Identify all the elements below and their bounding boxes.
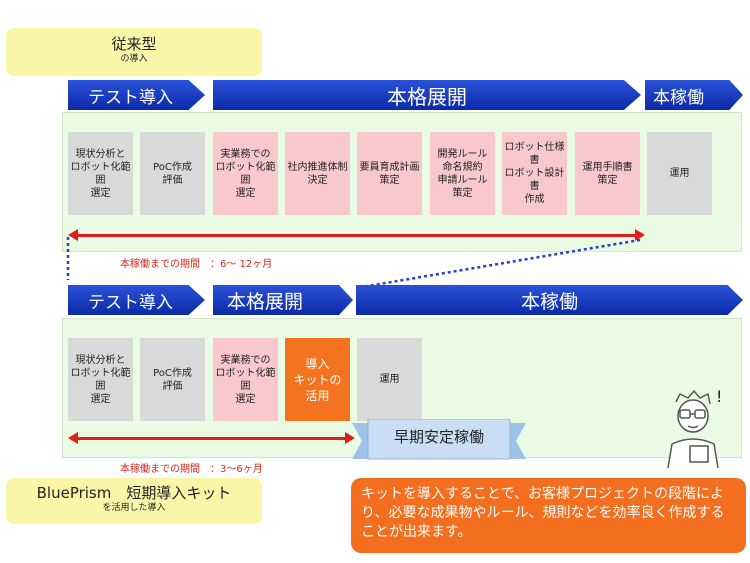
kit-phase-rollout: 本格展開 bbox=[213, 285, 353, 315]
kit-subtitle: を活用した導入 bbox=[102, 503, 166, 513]
traditional-phase-test: テスト導入 bbox=[68, 80, 205, 110]
trad-card-operation: 運用 bbox=[647, 132, 712, 215]
traditional-phase-rollout-label: 本格展開 bbox=[387, 84, 467, 109]
trad-card-manual: 運用手順書 策定 bbox=[575, 132, 640, 215]
svg-text:!: ! bbox=[716, 388, 722, 406]
trad-period-line bbox=[77, 234, 635, 237]
kit-period-text: 本稼働までの期間 ：3〜6ヶ月 bbox=[120, 464, 263, 475]
traditional-phase-rollout: 本格展開 bbox=[213, 80, 641, 110]
kit-phase-rollout-label: 本格展開 bbox=[227, 290, 304, 313]
trad-card-training: 要員育成計画 策定 bbox=[357, 132, 422, 215]
traditional-phase-production: 本稼働 bbox=[645, 80, 743, 110]
kit-card-poc: PoC作成 評価 bbox=[140, 338, 205, 421]
kit-benefit-callout: キットを導入することで、お客様プロジェクトの段階により、必要な成果物やルール、規… bbox=[351, 478, 746, 553]
traditional-title: 従来型 bbox=[111, 35, 157, 53]
trad-card-rules: 開発ルール 命名規約 申請ルール 策定 bbox=[430, 132, 495, 215]
kit-card-kit-usage: 導入 キットの 活用 bbox=[285, 338, 350, 421]
trad-card-structure: 社内推進体制 決定 bbox=[285, 132, 350, 215]
kit-phase-production: 本稼働 bbox=[356, 285, 743, 315]
trad-card-poc: PoC作成 評価 bbox=[140, 132, 205, 215]
kit-phase-production-label: 本稼働 bbox=[520, 290, 578, 313]
traditional-phase-production-label: 本稼働 bbox=[653, 87, 704, 108]
kit-period-arrow-left bbox=[68, 432, 78, 444]
kit-phase-test: テスト導入 bbox=[68, 285, 205, 315]
kit-card-operation: 運用 bbox=[357, 338, 422, 421]
kit-title: BluePrism 短期導入キット bbox=[36, 484, 232, 502]
early-stable-banner-label: 早期安定稼働 bbox=[393, 428, 484, 446]
trad-card-specs: ロボット仕様書 ロボット設計書 作成 bbox=[502, 132, 567, 215]
kit-card-analysis: 現状分析と ロボット化範囲 選定 bbox=[68, 338, 133, 421]
kit-period-arrow-right bbox=[345, 432, 355, 444]
person-illustration: ! bbox=[667, 388, 722, 469]
traditional-label: 従来型 の導入 bbox=[6, 28, 262, 76]
kit-card-scope: 実業務での ロボット化範囲 選定 bbox=[213, 338, 278, 421]
traditional-phase-test-label: テスト導入 bbox=[88, 87, 173, 108]
trad-period-arrow-right bbox=[635, 229, 645, 241]
trad-card-analysis: 現状分析と ロボット化範囲 選定 bbox=[68, 132, 133, 215]
kit-period-line bbox=[77, 437, 345, 440]
early-stable-banner bbox=[352, 419, 526, 460]
kit-phase-test-label: テスト導入 bbox=[88, 292, 173, 313]
trad-period-arrow-left bbox=[68, 229, 78, 241]
trad-period-text: 本稼働までの期間 ：6〜 12ヶ月 bbox=[120, 259, 273, 270]
kit-label: BluePrism 短期導入キット を活用した導入 bbox=[6, 478, 262, 524]
trad-card-scope: 実業務での ロボット化範囲 選定 bbox=[213, 132, 278, 215]
traditional-subtitle: の導入 bbox=[120, 54, 148, 64]
